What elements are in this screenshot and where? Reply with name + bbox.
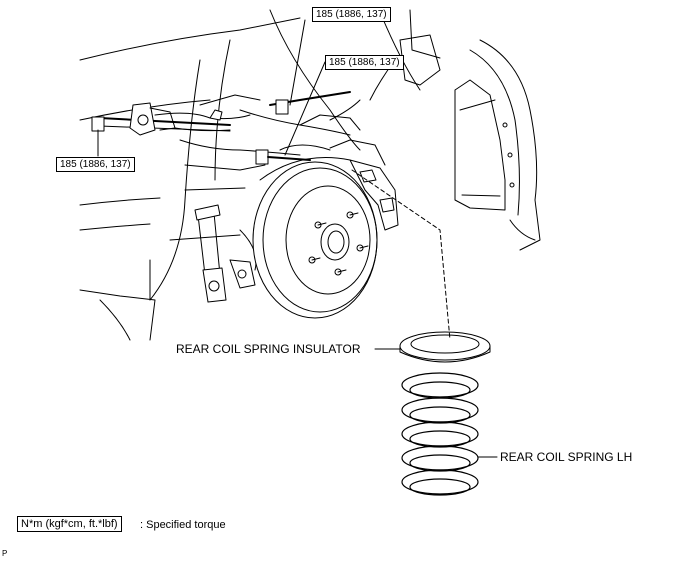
brake-caliper bbox=[329, 139, 399, 231]
wheel-arch-liner bbox=[369, 34, 541, 251]
alignment-dashed-line bbox=[351, 169, 451, 341]
spring-label: REAR COIL SPRING LH bbox=[500, 450, 633, 464]
torque-callout-top: 185 (1886, 137) bbox=[312, 7, 391, 22]
torque-callout-middle: 185 (1886, 137) bbox=[325, 55, 404, 70]
torque-unit-legend-box: N*m (kgf*cm, ft.*lbf) bbox=[17, 516, 122, 532]
brake-disc-rotor bbox=[252, 157, 378, 319]
insulator-label: REAR COIL SPRING INSULATOR bbox=[176, 342, 361, 356]
hub-area-links bbox=[239, 99, 361, 165]
footer-code: P bbox=[2, 549, 8, 558]
shock-absorber bbox=[169, 139, 301, 303]
upper-arm-assembly bbox=[91, 91, 351, 136]
torque-callout-left: 185 (1886, 137) bbox=[56, 157, 135, 172]
coil-spring-insulator bbox=[399, 331, 491, 363]
coil-spring bbox=[401, 372, 479, 496]
torque-unit-legend-meaning: : Specified torque bbox=[140, 519, 226, 531]
leader-lines bbox=[97, 19, 498, 458]
